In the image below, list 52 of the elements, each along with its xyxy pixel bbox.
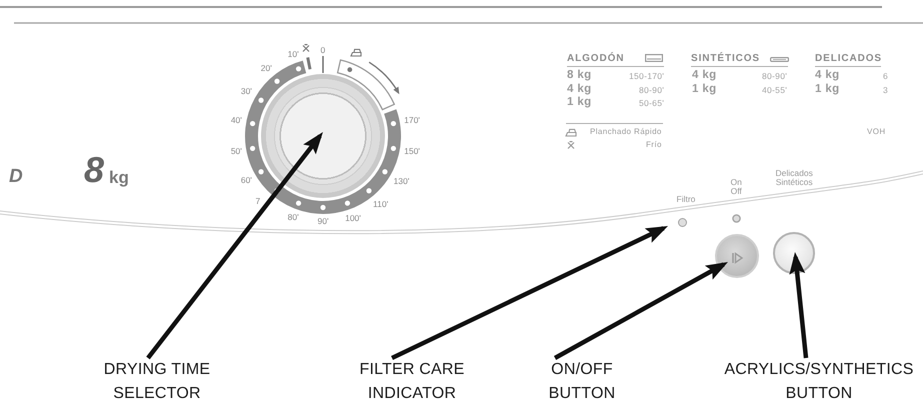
scale-number: 130' bbox=[394, 176, 410, 186]
load-weight-text: 4 kg bbox=[692, 70, 717, 82]
control-caption: On Off bbox=[730, 178, 742, 196]
scale-number: 90' bbox=[318, 217, 329, 226]
drying-time-text: 80-90' bbox=[762, 72, 788, 80]
program-note-text: VOH bbox=[867, 128, 886, 136]
scale-number: 80' bbox=[288, 213, 299, 222]
drying-time-text: 150-170' bbox=[629, 72, 664, 80]
panel-lettering: D bbox=[9, 166, 23, 186]
push-button bbox=[773, 232, 815, 274]
load-weight-text: 1 kg bbox=[692, 84, 717, 96]
column-heading: ALGODÓN bbox=[567, 54, 624, 64]
control-caption: Delicados Sintéticos bbox=[776, 169, 813, 188]
load-weight-text: 4 kg bbox=[815, 70, 840, 82]
scale-number: 7 bbox=[256, 196, 260, 205]
capacity-unit: kg bbox=[109, 168, 129, 186]
drying-time-text: 40-55' bbox=[762, 86, 788, 94]
leader-arrow bbox=[391, 226, 668, 360]
scale-number: 30' bbox=[240, 87, 252, 96]
drying-time-text: 3 bbox=[883, 86, 888, 94]
scale-number: 10' bbox=[288, 50, 299, 58]
drying-time-text: 6 bbox=[883, 72, 888, 80]
leader-arrow bbox=[554, 262, 728, 360]
scale-number: 170' bbox=[404, 116, 420, 124]
drying-time-text: 80-90' bbox=[639, 86, 664, 94]
load-weight-text: 4 kg bbox=[567, 84, 592, 96]
leader-arrow bbox=[146, 132, 323, 360]
drying-time-text: 50-65' bbox=[639, 98, 664, 107]
leader-arrow bbox=[789, 252, 808, 358]
program-note-text: Frío bbox=[646, 141, 662, 149]
column-heading: DELICADOS bbox=[815, 54, 882, 64]
scale-number: 60' bbox=[240, 176, 252, 184]
load-weight-text: 8 kg bbox=[567, 70, 592, 82]
capacity-number: 8 bbox=[84, 152, 104, 188]
push-button bbox=[715, 234, 759, 278]
scale-number: 20' bbox=[260, 64, 272, 72]
scale-number: 0 bbox=[320, 46, 326, 54]
column-heading: SINTÉTICOS bbox=[691, 54, 760, 64]
scale-number: 100' bbox=[345, 214, 361, 223]
callout-label: DRYING TIME SELECTOR bbox=[100, 358, 214, 406]
program-note-text: Planchado Rápido bbox=[590, 128, 662, 136]
callout-label: FILTER CARE INDICATOR bbox=[356, 358, 468, 406]
scale-number: 50' bbox=[230, 146, 242, 156]
scale-number: 40' bbox=[230, 116, 242, 125]
indicator-light bbox=[678, 218, 686, 226]
load-weight-text: 1 kg bbox=[567, 97, 592, 108]
scale-number: 150' bbox=[404, 147, 420, 156]
load-weight-text: 1 kg bbox=[815, 84, 840, 96]
callout-label: ACRYLICS/SYNTHETICS BUTTON bbox=[720, 358, 918, 406]
control-caption: Filtro bbox=[676, 194, 696, 204]
callout-label: ON/OFF BUTTON bbox=[544, 358, 620, 406]
scale-number: 110' bbox=[373, 200, 388, 209]
